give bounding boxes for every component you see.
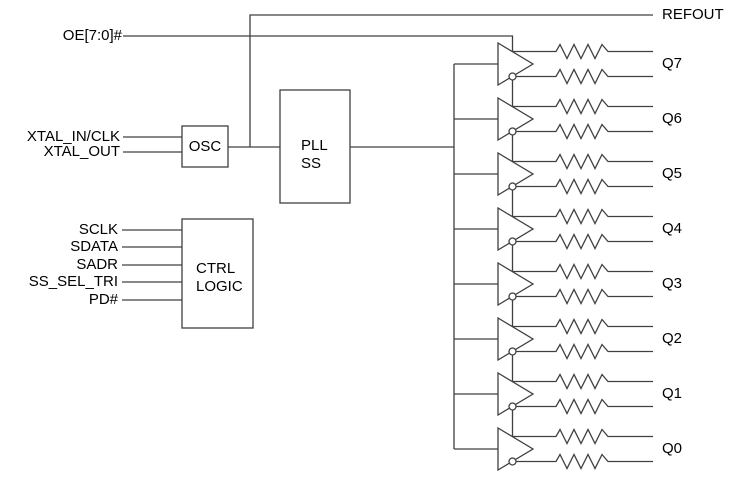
input-label-sadr: SADR [76,256,118,273]
output-wire-resistor-top [512,318,653,335]
output-wire-resistor-bottom [512,453,653,470]
pll-ss-block [279,89,351,204]
output-wire-resistor-bottom [512,68,653,85]
input-label-xtal-out: XTAL_OUT [43,143,120,160]
output-wire-resistor-top [512,263,653,280]
output-label-q7: Q7 [662,55,683,72]
output-label-q5: Q5 [662,165,683,182]
output-wire-resistor-bottom [512,288,653,305]
inverter-bubble-icon [508,402,517,411]
output-wire-resistor-top [512,428,653,445]
input-label-sdata: SDATA [70,238,118,255]
osc-block-label: OSC [188,137,222,155]
inverter-bubble-icon [508,347,517,356]
inverter-bubble-icon [508,292,517,301]
output-label-refout: REFOUT [662,6,724,23]
input-label-oe: OE[7:0]# [62,27,122,44]
output-wire-resistor-bottom [512,123,653,140]
output-label-q1: Q1 [662,385,683,402]
output-wire-resistor-top [512,43,653,60]
inverter-bubble-icon [508,457,517,466]
output-label-q2: Q2 [662,330,683,347]
output-wire-resistor-bottom [512,398,653,415]
inverter-bubble-icon [508,237,517,246]
inverter-bubble-icon [508,72,517,81]
refout-wire [249,14,653,147]
output-label-q4: Q4 [662,220,683,237]
oe-wire [123,35,514,462]
output-wire-resistor-bottom [512,233,653,250]
input-label-pd: PD# [88,291,118,308]
output-label-q0: Q0 [662,440,683,457]
output-wire-resistor-top [512,208,653,225]
input-label-ss-sel-tri: SS_SEL_TRI [28,273,118,290]
inverter-bubble-icon [508,127,517,136]
input-label-sclk: SCLK [78,221,118,238]
output-wire-resistor-top [512,98,653,115]
output-label-q3: Q3 [662,275,683,292]
inverter-bubble-icon [508,182,517,191]
input-label-xtal-in: XTAL_IN/CLK [26,128,120,145]
output-wire-resistor-bottom [512,178,653,195]
output-wire-resistor-bottom [512,343,653,360]
ctrl-logic-block [181,218,254,329]
output-wire-resistor-top [512,153,653,170]
output-label-q6: Q6 [662,110,683,127]
output-wire-resistor-top [512,373,653,390]
osc-block [181,125,229,168]
